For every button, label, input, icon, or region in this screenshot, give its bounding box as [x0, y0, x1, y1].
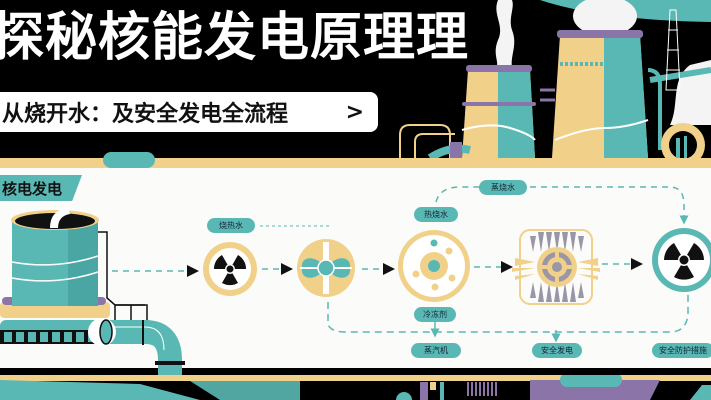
label-top-loop: 蒸烧水 — [479, 180, 527, 195]
atom-icon — [398, 230, 470, 302]
power-plant-illustration — [399, 0, 711, 165]
page-title: 探秘核能发电原理理 — [0, 8, 470, 68]
hero-banner: 探秘核能发电原理理 从烧开水：及安全发电全流程 > — [0, 0, 711, 165]
chevron-right-icon: > — [345, 99, 364, 125]
coolant-pipe-illustration — [88, 318, 185, 400]
label-safe-generation: 安全发电 — [532, 343, 582, 358]
radiation-icon — [203, 242, 257, 296]
label-heat-water: 热烧水 — [414, 207, 458, 222]
subtitle-banner-button[interactable]: 从烧开水：及安全发电全流程 > — [0, 92, 378, 132]
section-tag-label: 核电发电 — [2, 179, 63, 198]
bottom-plant-strip — [0, 375, 711, 400]
label-boil-water: 烧热水 — [207, 218, 255, 233]
radiation-icon — [652, 228, 711, 292]
band-decoration-pill — [103, 152, 155, 168]
section-tag: 核电发电 — [0, 175, 82, 201]
label-coolant: 冷冻剂 — [414, 307, 456, 322]
subtitle-text: 从烧开水：及安全发电全流程 — [2, 102, 289, 127]
fan-icon — [297, 239, 355, 297]
reactor-vessel-illustration — [0, 208, 148, 344]
generator-icon — [512, 229, 600, 305]
label-steam-engine: 蒸汽机 — [411, 343, 461, 358]
label-safety-measures: 安全防护措施 — [652, 343, 711, 358]
